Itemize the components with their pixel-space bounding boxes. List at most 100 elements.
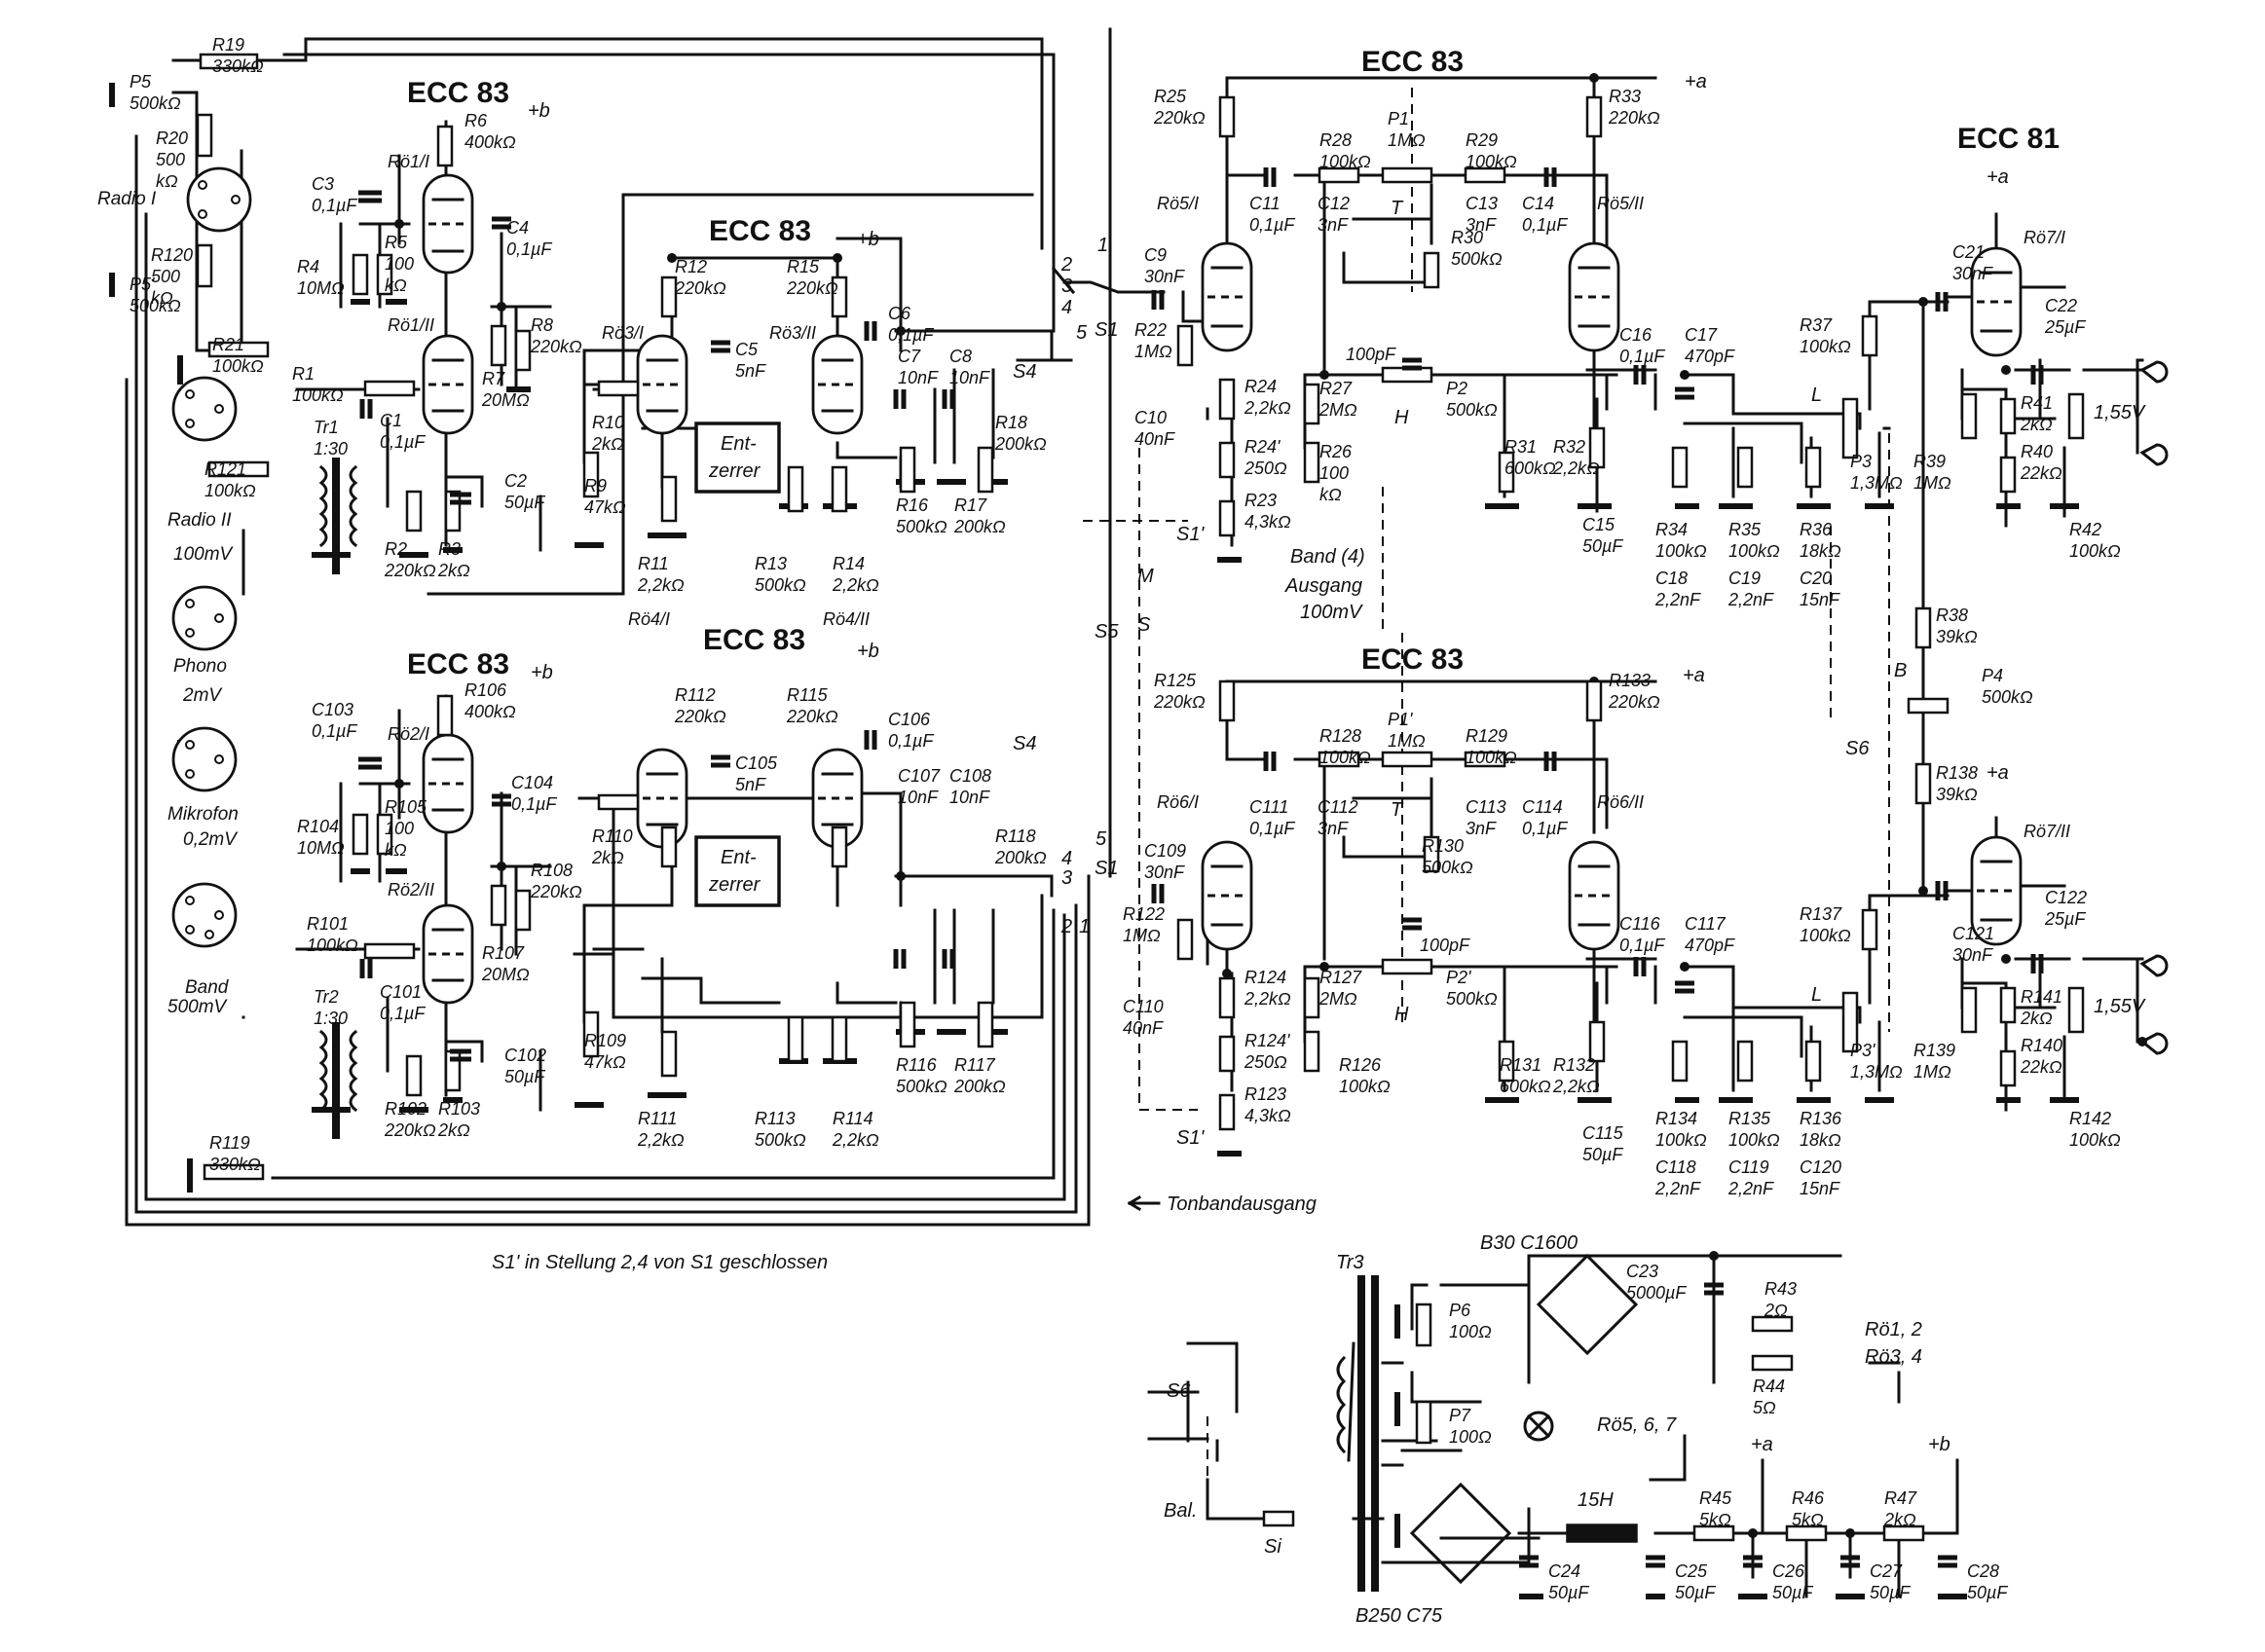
label-r42-1: 100kΩ bbox=[2069, 541, 2121, 561]
label-c7-0: C7 bbox=[898, 347, 921, 366]
label-r122-0: R122 bbox=[1123, 904, 1165, 924]
label-r133-1: 220kΩ bbox=[1608, 692, 1660, 712]
label-p5p-0: P5' bbox=[130, 275, 155, 294]
label-c121-0: C121 bbox=[1952, 924, 1994, 943]
tube-label-ro6-1: Rö6/I bbox=[1157, 792, 1199, 812]
label-p7-1: 100Ω bbox=[1449, 1427, 1492, 1447]
label-c15-1: 50µF bbox=[1582, 536, 1623, 556]
input-band-level: 500mV bbox=[167, 997, 229, 1017]
supply-plus-a-2: +a bbox=[1683, 665, 1705, 686]
rectifier-b250: B250 C75 bbox=[1355, 1605, 1443, 1627]
mark-H-1: H bbox=[1394, 407, 1409, 428]
choke-label: 15H bbox=[1578, 1489, 1614, 1511]
label-r42-0: R42 bbox=[2069, 520, 2101, 539]
label-tr1-1: 1:30 bbox=[314, 439, 348, 459]
label-c3-0: C3 bbox=[312, 174, 334, 194]
supply-ro34: Rö3, 4 bbox=[1865, 1346, 1922, 1368]
tube-ro5-1 bbox=[1201, 241, 1253, 352]
tube-ro6-2 bbox=[1568, 840, 1620, 951]
label-r28-1: 100kΩ bbox=[1319, 152, 1371, 171]
label-r118-1: 200kΩ bbox=[994, 848, 1047, 867]
label-r114-1: 2,2kΩ bbox=[832, 1130, 879, 1150]
label-r125-0: R125 bbox=[1154, 671, 1197, 690]
label-c25-0: C25 bbox=[1675, 1561, 1708, 1581]
label-r15-0: R15 bbox=[787, 257, 820, 276]
label-c26-1: 50µF bbox=[1772, 1583, 1813, 1602]
label-r20-2: kΩ bbox=[156, 171, 178, 191]
label-p4-0: P4 bbox=[1982, 666, 2003, 685]
label-r115-1: 220kΩ bbox=[786, 707, 838, 726]
tube-ro6-1 bbox=[1201, 840, 1253, 951]
label-c112-1: 3nF bbox=[1318, 819, 1349, 838]
label-r111-0: R111 bbox=[638, 1109, 677, 1128]
label-r105-1: 100 bbox=[385, 819, 414, 838]
band-out-1: Band (4) bbox=[1290, 546, 1365, 568]
label-r39-1: 1MΩ bbox=[1913, 473, 1951, 493]
label-c109-0: C109 bbox=[1144, 841, 1186, 861]
label-c20-0: C20 bbox=[1800, 569, 1832, 588]
supply-plus-b-5: +b bbox=[1928, 1434, 1950, 1455]
tube-label-ro2-1: Rö2/I bbox=[388, 724, 429, 744]
label-r8-0: R8 bbox=[531, 315, 553, 335]
label-p6-1: 100Ω bbox=[1449, 1322, 1492, 1341]
label-r35-0: R35 bbox=[1728, 520, 1762, 539]
label-r132-0: R132 bbox=[1553, 1055, 1595, 1075]
s1l-pos-5: 5 bbox=[1095, 828, 1107, 850]
tonband-arrow bbox=[1127, 1194, 1161, 1212]
label-r15-1: 220kΩ bbox=[786, 278, 838, 298]
label-r119-1: 330kΩ bbox=[209, 1155, 261, 1174]
note-tonband: Tonbandausgang bbox=[1167, 1193, 1317, 1215]
tube-label-ro3-1: Rö3/I bbox=[602, 323, 644, 343]
label-r8-1: 220kΩ bbox=[530, 337, 582, 356]
label-r31-1: 600kΩ bbox=[1504, 459, 1556, 478]
tube-label-ro3-2: Rö3/II bbox=[769, 323, 816, 343]
s1-pos-1: 1 bbox=[1097, 235, 1108, 256]
label-c6-0: C6 bbox=[888, 304, 911, 323]
label-c118-0: C118 bbox=[1655, 1157, 1696, 1177]
output-level-2: 1,55V bbox=[2094, 996, 2146, 1017]
label-r129-0: R129 bbox=[1466, 726, 1507, 746]
supply-plus-a-1: +a bbox=[1685, 71, 1707, 92]
supply-plus-b-3: +b bbox=[531, 662, 553, 683]
label-r30-0: R30 bbox=[1451, 228, 1483, 247]
label-c119-0: C119 bbox=[1728, 1157, 1769, 1177]
s1l-pos-3: 3 bbox=[1061, 867, 1072, 889]
label-r13-0: R13 bbox=[755, 554, 787, 573]
label-r47-1: 2kΩ bbox=[1883, 1510, 1916, 1529]
switch-s6-lower: S6 bbox=[1167, 1380, 1191, 1402]
s1-pos-2: 2 bbox=[1060, 254, 1072, 275]
mark-B: B bbox=[1894, 660, 1907, 681]
output-level-1: 1,55V bbox=[2094, 402, 2146, 423]
label-c108-0: C108 bbox=[949, 766, 991, 786]
label-r17-1: 200kΩ bbox=[953, 517, 1006, 536]
label-r120-2: kΩ bbox=[151, 288, 173, 308]
tube-label-ro7-1: Rö7/I bbox=[2024, 228, 2065, 247]
band-out-2: Ausgang bbox=[1284, 575, 1362, 597]
label-c120-1: 15nF bbox=[1800, 1179, 1840, 1198]
label-c104-1: 0,1µF bbox=[511, 794, 557, 814]
label-r101-1: 100kΩ bbox=[307, 936, 358, 955]
label-tr2-0: Tr2 bbox=[314, 987, 339, 1007]
tube-title-ecc81: ECC 81 bbox=[1957, 123, 2060, 155]
label-r38-0: R38 bbox=[1936, 606, 1968, 625]
label-r12-1: 220kΩ bbox=[674, 278, 726, 298]
label-r19-1: 330kΩ bbox=[212, 56, 264, 76]
label-r34-1: 100kΩ bbox=[1655, 541, 1707, 561]
label-r127-0: R127 bbox=[1319, 968, 1362, 987]
label-c4-1: 0,1µF bbox=[506, 239, 552, 259]
label-r140-1: 22kΩ bbox=[2020, 1057, 2062, 1077]
input-radio1: Radio I bbox=[97, 189, 157, 209]
label-r29-1: 100kΩ bbox=[1466, 152, 1517, 171]
label-r11-0: R11 bbox=[638, 554, 669, 573]
switch-s5: S5 bbox=[1095, 621, 1119, 642]
label-c121-1: 30nF bbox=[1952, 945, 1993, 965]
label-r103-1: 2kΩ bbox=[437, 1120, 470, 1140]
label-r115-0: R115 bbox=[787, 685, 829, 705]
label-r124p-1: 250Ω bbox=[1244, 1052, 1287, 1072]
label-r30-1: 500kΩ bbox=[1451, 249, 1503, 269]
mark-L-1: L bbox=[1811, 385, 1822, 406]
label-c1-1: 0,1µF bbox=[380, 432, 426, 452]
label-r14-0: R14 bbox=[833, 554, 865, 573]
label-c28-1: 50µF bbox=[1967, 1583, 2008, 1602]
